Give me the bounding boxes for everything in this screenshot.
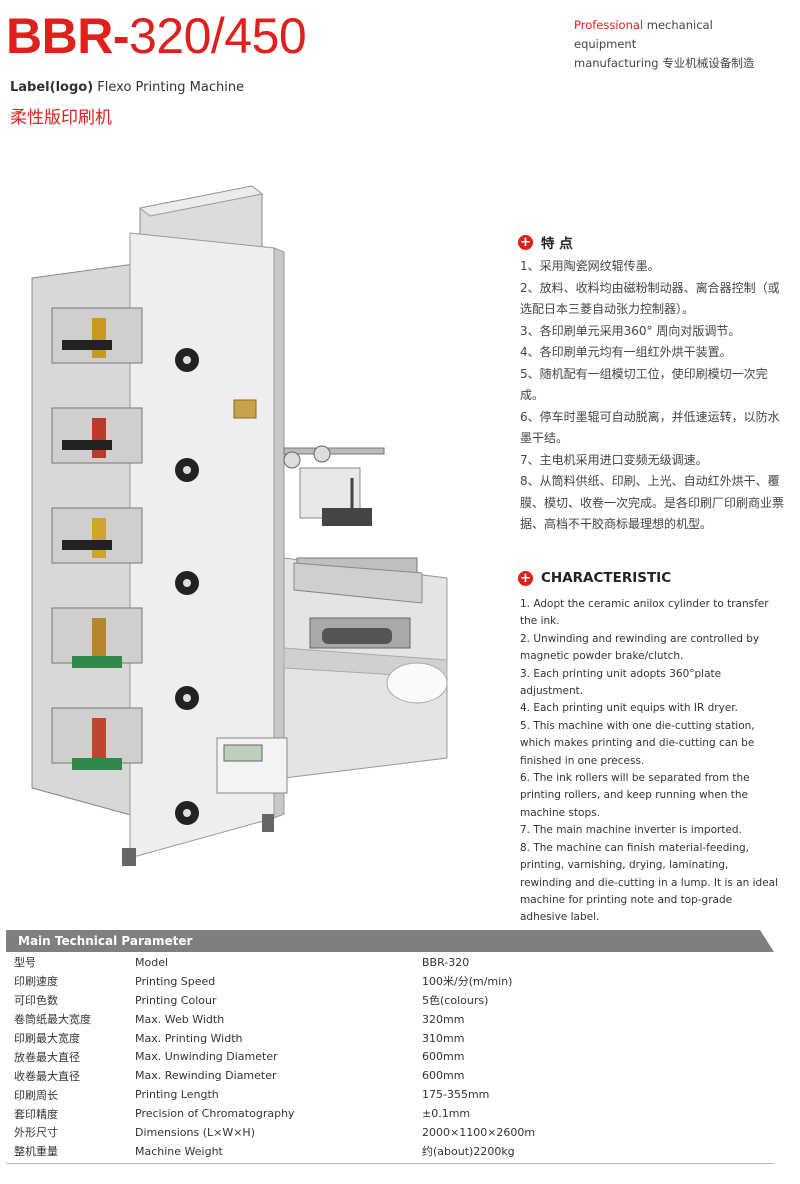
parameter-heading: Main Technical Parameter (6, 930, 774, 952)
param-value: 600mm (422, 1050, 465, 1064)
list-item: 4. Each printing unit equips with IR dry… (520, 702, 738, 715)
param-en: Max. Printing Width (135, 1031, 243, 1045)
param-en: Printing Speed (135, 974, 216, 988)
param-cn: 可印色数 (14, 994, 58, 1008)
table-row: 印刷周长 Printing Length 175-355mm (14, 1085, 774, 1104)
param-en: Printing Colour (135, 993, 217, 1007)
list-item: 6. The ink rollers will be separated fro… (520, 772, 750, 819)
list-item: 7、主电机采用进口变频无级调速。 (520, 452, 708, 467)
param-value: 5色(colours) (422, 994, 489, 1008)
table-row: 印刷最大宽度 Max. Printing Width 310mm (14, 1029, 774, 1048)
list-item: 5、随机配有一组模切工位，使印刷模切一次完成。 (520, 366, 768, 403)
param-cn: 放卷最大直径 (14, 1050, 80, 1064)
list-item: 1、采用陶瓷网纹辊传墨。 (520, 259, 660, 273)
param-value: 100米/分(m/min) (422, 975, 513, 989)
table-row: 外形尺寸 Dimensions (L×W×H) 2000×1100×2600m (14, 1123, 774, 1142)
param-value: BBR-320 (422, 955, 470, 969)
subtitle-english: Label(logo) Flexo Printing Machine (10, 80, 244, 95)
list-item: 2. Unwinding and rewinding are controlle… (520, 632, 760, 663)
param-value: 约(about)2200kg (422, 1145, 515, 1159)
tagline-highlight: Professional (574, 18, 644, 32)
title-model-sizes: 320/450 (128, 8, 307, 64)
list-item: 1. Adopt the ceramic anilox cylinder to … (520, 598, 769, 628)
list-item: 2、放料、收料均由磁粉制动器、离合器控制（或选配日本三菱自动张力控制器）。 (520, 280, 780, 317)
list-item: 8. The machine can finish material-feedi… (520, 841, 779, 924)
param-en: Printing Length (135, 1088, 219, 1102)
title-model-prefix: BBR- (6, 8, 129, 64)
param-en: Model (135, 955, 169, 969)
param-en: Machine Weight (135, 1144, 223, 1158)
param-value: 2000×1100×2600m (422, 1125, 536, 1139)
param-value: 175-355mm (422, 1088, 490, 1102)
table-row: 卷筒纸最大宽度 Max. Web Width 320mm (14, 1010, 774, 1029)
parameter-table: 型号 Model BBR-320 印刷速度 Printing Speed 100米/分(… (14, 953, 774, 1161)
list-item: 7. The main machine inverter is imported… (520, 824, 742, 837)
list-item: 8、从筒料供纸、印刷、上光、自动红外烘干、覆膜、模切、收卷一次完成。是各印刷厂印… (520, 474, 785, 531)
page-title: BBR-320/450 (6, 8, 307, 64)
tagline-line1: mechanical equipment (574, 18, 713, 51)
table-row: 可印色数 Printing Colour 5色(colours) (14, 991, 774, 1010)
company-tagline: Professional mechanical equipment manufa… (574, 16, 774, 73)
characteristic-list: 1. Adopt the ceramic anilox cylinder to … (520, 596, 782, 927)
param-cn: 卷筒纸最大宽度 (14, 1013, 91, 1027)
list-item: 5. This machine with one die-cutting sta… (520, 719, 755, 767)
plus-icon: + (518, 234, 533, 250)
subtitle-chinese: 柔性版印刷机 (10, 108, 112, 128)
subtitle-en-bold: Label(logo) (10, 80, 94, 95)
param-en: Max. Rewinding Diameter (135, 1069, 277, 1083)
param-en: Precision of Chromatography (135, 1107, 295, 1121)
param-en: Dimensions (L×W×H) (135, 1125, 255, 1139)
param-cn: 印刷最大宽度 (14, 1032, 80, 1045)
features-cn-title: 特 点 (541, 236, 573, 252)
param-value: 320mm (422, 1012, 465, 1026)
table-row: 型号 Model BBR-320 (14, 953, 774, 972)
characteristic-heading: + CHARACTERISTIC (518, 570, 671, 586)
param-value: ±0.1mm (422, 1107, 471, 1121)
list-item: 6、停车时墨辊可自动脱离，并低速运转，以防水墨干结。 (520, 409, 780, 446)
flexo-machine-image (31, 185, 448, 866)
table-row: 收卷最大直径 Max. Rewinding Diameter 600mm (14, 1066, 774, 1085)
param-en: Max. Web Width (135, 1012, 225, 1026)
table-row: 整机重量 Machine Weight 约(about)2200kg (14, 1142, 774, 1161)
tagline-line2: manufacturing 专业机械设备制造 (574, 56, 755, 70)
table-row: 放卷最大直径 Max. Unwinding Diameter 600mm (14, 1047, 774, 1066)
param-cn: 外形尺寸 (14, 1126, 58, 1140)
table-row: 印刷速度 Printing Speed 100米/分(m/min) (14, 972, 774, 991)
characteristic-title: CHARACTERISTIC (541, 570, 672, 586)
list-item: 4、各印刷单元均有一组红外烘干装置。 (520, 345, 732, 359)
divider (6, 1163, 774, 1164)
table-row: 套印精度 Precision of Chromatography ±0.1mm (14, 1104, 774, 1123)
param-value: 600mm (422, 1069, 465, 1083)
features-cn-heading: + 特 点 (518, 232, 573, 252)
plus-icon: + (518, 570, 533, 586)
param-en: Max. Unwinding Diameter (135, 1050, 278, 1064)
subtitle-en-rest: Flexo Printing Machine (97, 80, 245, 95)
list-item: 3. Each printing unit adopts 360°plate a… (520, 667, 722, 698)
param-cn: 印刷周长 (14, 1088, 58, 1102)
param-value: 310mm (422, 1031, 465, 1045)
list-item: 3、各印刷单元采用360° 周向对版调节。 (520, 323, 741, 338)
param-cn: 收卷最大直径 (14, 1069, 80, 1083)
param-cn: 印刷速度 (14, 975, 58, 989)
param-cn: 型号 (14, 956, 36, 970)
features-cn-list: 1、采用陶瓷网纹辊传墨。 2、放料、收料均由磁粉制动器、离合器控制（或选配日本三… (520, 256, 788, 536)
param-cn: 套印精度 (14, 1107, 58, 1121)
param-cn: 整机重量 (14, 1145, 58, 1159)
